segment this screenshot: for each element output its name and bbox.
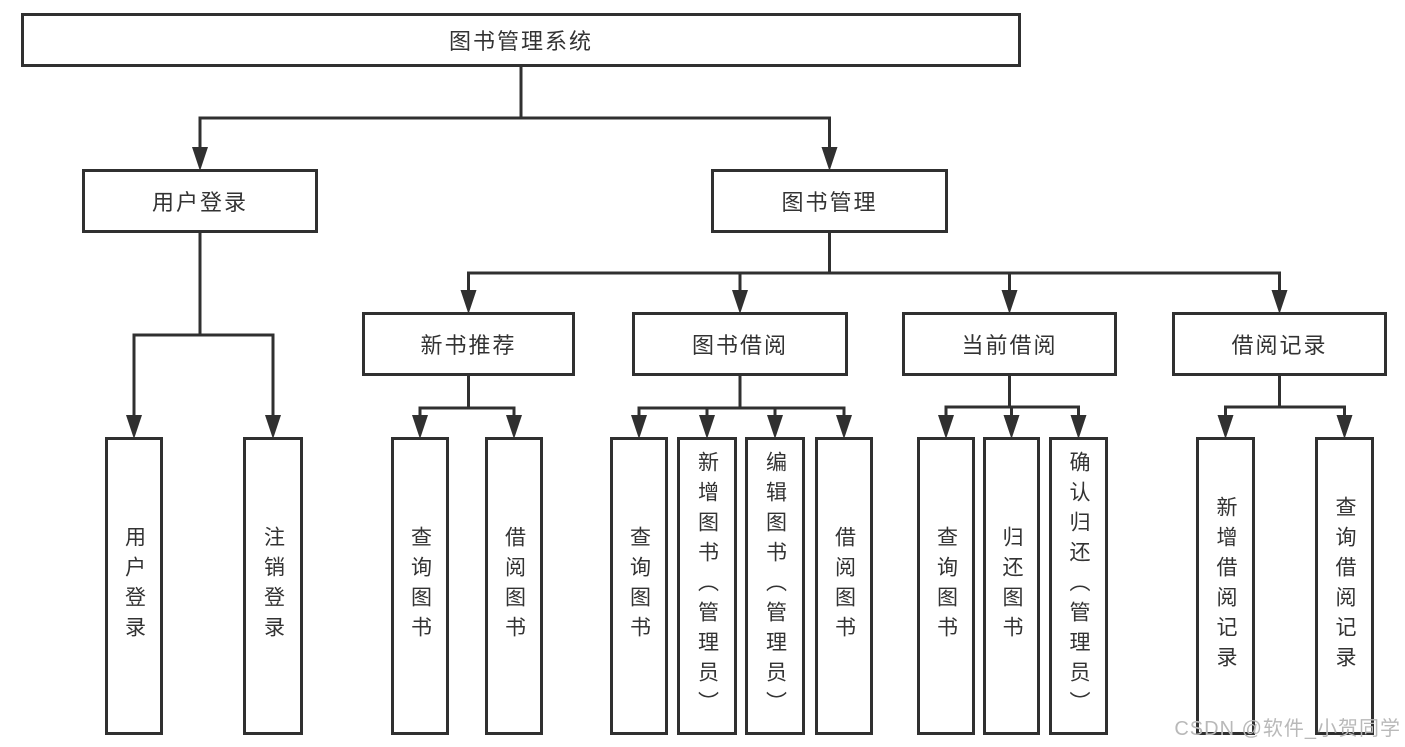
node-label: 确认归还（管理员） xyxy=(1067,451,1090,721)
node-borrow-books-borrowing: 借阅图书 xyxy=(815,437,873,735)
node-query-borrow-record: 查询借阅记录 xyxy=(1315,437,1374,735)
node-label: 查询图书 xyxy=(408,526,432,646)
node-library-system: 图书管理系统 xyxy=(21,13,1021,67)
node-label: 新增图书（管理员） xyxy=(695,451,719,721)
node-new-book-recommendation: 新书推荐 xyxy=(362,312,575,376)
node-logout-login: 注销登录 xyxy=(243,437,303,735)
node-label: 注销登录 xyxy=(261,526,285,646)
node-query-books-recommendation: 查询图书 xyxy=(391,437,449,735)
node-label: 借阅图书 xyxy=(832,526,856,646)
node-query-books-borrowing: 查询图书 xyxy=(610,437,668,735)
node-book-management-module: 图书管理 xyxy=(711,169,948,233)
node-return-books: 归还图书 xyxy=(983,437,1040,735)
node-user-login-module: 用户登录 xyxy=(82,169,318,233)
node-label: 编辑图书（管理员） xyxy=(763,451,787,721)
csdn-watermark: CSDN @软件_小贺同学 xyxy=(1174,718,1401,740)
node-add-borrow-record: 新增借阅记录 xyxy=(1196,437,1255,735)
node-label: 查询借阅记录 xyxy=(1333,496,1356,676)
node-label: 新增借阅记录 xyxy=(1214,496,1237,676)
node-label: 借阅图书 xyxy=(502,526,526,646)
node-label: 查询图书 xyxy=(627,526,651,646)
node-label: 归还图书 xyxy=(1000,526,1023,646)
node-edit-books-admin: 编辑图书（管理员） xyxy=(745,437,805,735)
node-current-borrowing: 当前借阅 xyxy=(902,312,1117,376)
node-label: 用户登录 xyxy=(122,526,146,646)
node-label: 查询图书 xyxy=(934,526,958,646)
node-confirm-return-admin: 确认归还（管理员） xyxy=(1049,437,1108,735)
node-borrow-books-recommendation: 借阅图书 xyxy=(485,437,543,735)
node-query-books-current: 查询图书 xyxy=(917,437,975,735)
node-user-login: 用户登录 xyxy=(105,437,163,735)
node-borrowing-records: 借阅记录 xyxy=(1172,312,1387,376)
node-add-books-admin: 新增图书（管理员） xyxy=(677,437,737,735)
node-book-borrowing: 图书借阅 xyxy=(632,312,848,376)
